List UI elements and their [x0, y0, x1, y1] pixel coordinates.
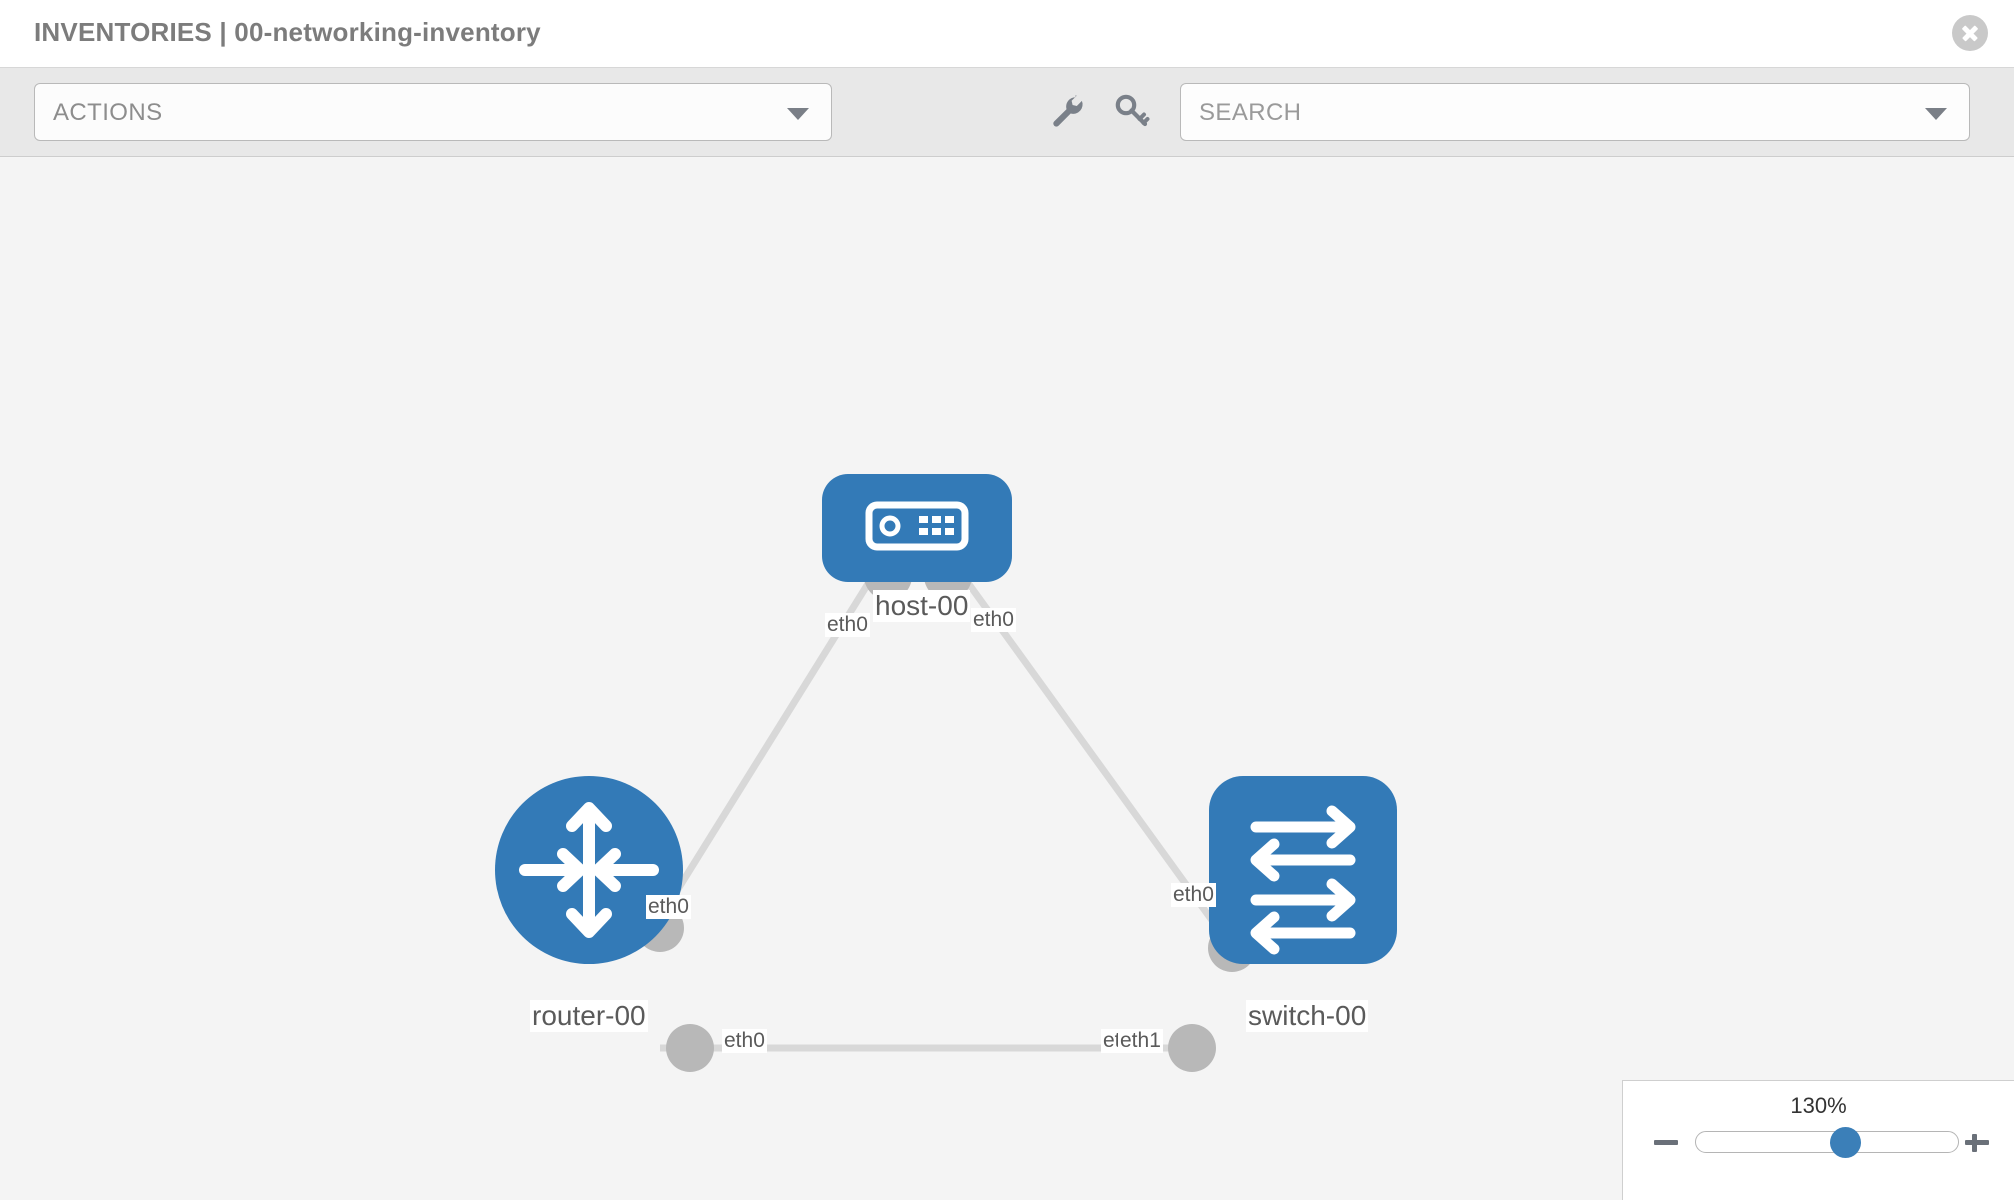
key-icon[interactable] [1112, 91, 1152, 131]
iface-label-router-eth0: eth0 [722, 1029, 767, 1053]
node-router-00 [495, 776, 683, 964]
switch-arrows-icon [1250, 805, 1356, 955]
router-arrows-icon [519, 802, 659, 938]
iface-label-host-right: eth0 [971, 608, 1016, 632]
node-switch-00 [1209, 776, 1397, 964]
zoom-level-value: 130% [1790, 1093, 1847, 1118]
server-device-icon [865, 501, 969, 551]
port-switch-eth1 [1168, 1024, 1216, 1072]
page-header: INVENTORIES | 00-networking-inventory [0, 0, 2014, 68]
node-host-00 [822, 474, 1012, 582]
node-label-switch-00: switch-00 [1246, 1000, 1369, 1032]
topology-canvas[interactable]: host-00 router-00 switch-00 eth0 eth0 et… [0, 158, 2014, 1200]
wrench-icon[interactable] [1046, 91, 1086, 131]
node-label-router-00: router-00 [530, 1000, 648, 1032]
chevron-down-icon [787, 108, 809, 120]
node-label-host-00: host-00 [873, 590, 971, 622]
zoom-slider[interactable] [1695, 1127, 1959, 1158]
page-title: INVENTORIES | 00-networking-inventory [34, 17, 541, 47]
zoom-control-panel: 130% [1622, 1080, 2014, 1200]
toolbar: ACTIONS SEARCH [0, 68, 2014, 157]
zoom-slider-thumb[interactable] [1830, 1127, 1861, 1158]
iface-label-router-uplink: eth0 [646, 895, 691, 919]
topology-links [657, 555, 1235, 1052]
topology-graph [495, 474, 1397, 1072]
zoom-out-button[interactable] [1651, 1127, 1681, 1157]
link-host-router [657, 556, 887, 920]
actions-dropdown[interactable]: ACTIONS [34, 83, 832, 141]
zoom-in-button[interactable] [1962, 1127, 1992, 1157]
actions-dropdown-label: ACTIONS [53, 99, 163, 126]
search-placeholder: SEARCH [1199, 99, 1302, 126]
iface-label-host-left: eth0 [825, 613, 870, 637]
search-input[interactable]: SEARCH [1180, 83, 1970, 141]
close-icon[interactable] [1952, 15, 1988, 51]
iface-label-switch-eth1: eth1 [1118, 1029, 1163, 1053]
port-router-eth0 [666, 1024, 714, 1072]
chevron-down-icon[interactable] [1925, 108, 1947, 120]
iface-label-switch-uplink: eth0 [1171, 883, 1216, 907]
